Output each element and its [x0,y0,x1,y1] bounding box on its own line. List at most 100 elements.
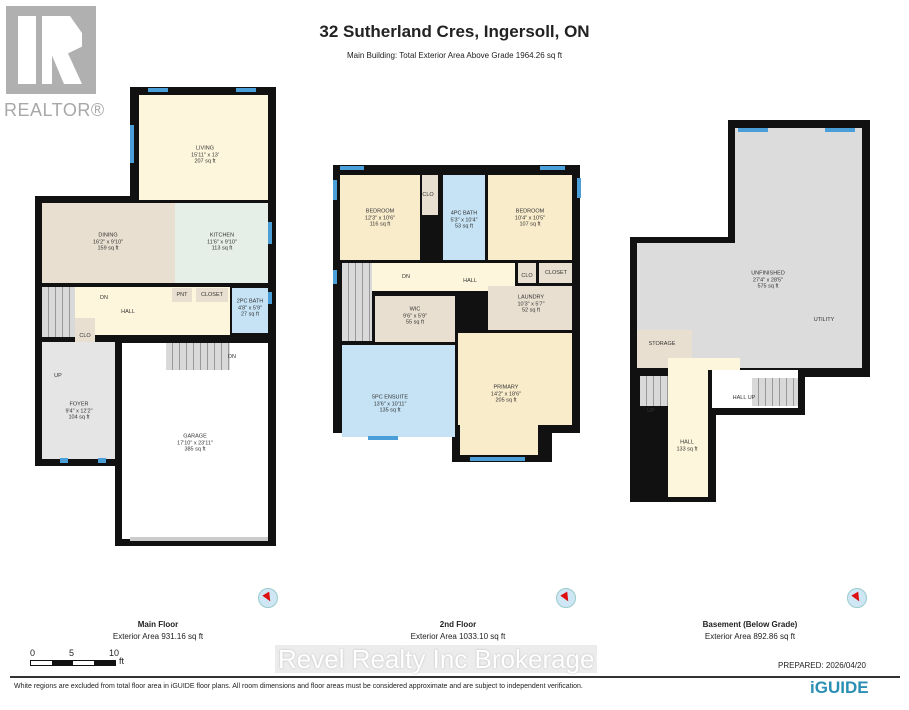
room-area: 52 sq ft [521,307,541,314]
window [268,292,272,304]
window [333,270,337,284]
room-name: GARAGE [183,433,207,440]
room-primary [458,333,572,425]
stairs [640,376,668,406]
watermark: Revel Realty Inc Brokerage [275,645,598,673]
room-label: HALL UP [733,395,756,402]
room-name: CLOSET [200,291,224,298]
room-dims: 13'6" x 10'11" [373,400,407,407]
room-garage [122,343,268,539]
scale-tick: 10 [109,648,120,658]
room-name: 4PC BATH [450,210,478,217]
room-label: CLO [79,333,90,340]
room-dims: 9'4" x 12'2" [65,407,93,414]
room-area: 133 sq ft [676,446,698,452]
room-name: 2PC BATH [236,298,264,305]
window [60,458,68,463]
stair-label: DN [402,273,410,280]
room-area: 205 sq ft [495,397,517,404]
window [130,125,134,163]
room-dims: 5'3" x 10'4" [450,216,478,223]
scale-tick: 0 [30,648,36,658]
room-area: 385 sq ft [184,446,206,453]
room-area: 55 sq ft [405,319,425,326]
room-label: CLO [521,273,532,280]
stairs [42,287,75,337]
room-dims: 14'2" x 18'6" [490,390,522,397]
scale-unit: ft [119,656,125,666]
room-name: FOYER [69,401,89,408]
room-area: 113 sq ft [211,245,233,252]
scale-graphic [30,660,116,666]
window [236,88,256,92]
floor-name: Main Floor [137,620,179,629]
room-dims: 15'11" x 13' [191,151,219,158]
realtor-logo [6,6,96,94]
disclaimer: White regions are excluded from total fl… [14,683,583,690]
room-unfinished [735,128,862,243]
room-dims: 9'6" x 5'9" [402,312,428,319]
room-label: CLO [422,192,433,199]
room-name: HALL [121,308,135,315]
compass-icon [847,588,867,608]
window [540,166,565,170]
room-area: 575 sq ft [757,283,779,290]
stairs [166,343,230,370]
realtor-wordmark: REALTOR® [4,100,105,120]
compass-icon [258,588,278,608]
compass-icon [556,588,576,608]
room-name: UNFINISHED [751,270,785,277]
room-label: STORAGE [649,341,676,348]
room-dims: 10'3" x 5'7" [517,300,545,307]
room-name: HALL [680,439,694,446]
room-name: CLO [521,272,533,279]
room-name: CLOSET [544,269,568,276]
room-label: CLOSET [545,270,567,277]
room-name: LAUNDRY [517,294,545,301]
room-bath [443,175,485,260]
room-bath [232,288,268,333]
prepared-date: PREPARED: 2026/04/20 [778,661,866,670]
room-pantry [172,288,192,302]
room-name: UTILITY [813,316,835,323]
room-bedroom [340,175,420,260]
stair-label: DN [228,353,236,360]
room-area: 207 sq ft [194,158,216,165]
room-closet [422,175,438,215]
room-name: BEDROOM [365,208,395,215]
room-label: PNT [177,292,188,299]
room-name: DINING [98,232,118,239]
room-name: CLO [79,332,91,339]
room-dims: 4'8" x 5'9" [237,304,263,311]
room-name: PNT [176,291,188,298]
room-ensuite [342,345,455,437]
room-name: WIC [409,306,421,313]
window [470,457,525,461]
room-dims: 11'6" x 9'10" [207,238,237,245]
room-dims: 12'3" x 10'6" [364,214,396,221]
room-area: 159 sq ft [97,245,119,252]
room-name: 5PC ENSUITE [371,394,409,401]
window [738,128,768,132]
floor-area: Exterior Area 892.86 sq ft [704,632,796,641]
room-living [139,95,268,200]
room-dims: 16'2" x 9'10" [92,238,124,245]
room-label: HALL [463,278,477,285]
room-area: 27 sq ft [240,311,260,318]
stair-label: UP [647,407,655,414]
room-label: HALL [121,309,135,316]
window [98,458,106,463]
window [268,222,272,244]
